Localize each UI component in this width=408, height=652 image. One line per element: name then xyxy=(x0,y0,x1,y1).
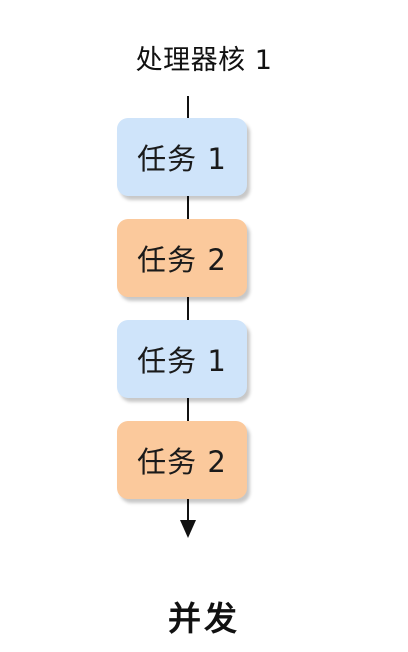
task-label: 任务 1 xyxy=(137,344,227,378)
task-block: 任务 1 xyxy=(117,118,247,196)
concurrency-caption: 并发 xyxy=(168,599,240,638)
task-label: 任务 1 xyxy=(137,142,227,176)
arrowhead-icon xyxy=(180,520,196,538)
core-title: 处理器核 1 xyxy=(135,45,273,76)
task-label: 任务 2 xyxy=(137,243,227,277)
task-block: 任务 1 xyxy=(117,320,247,398)
task-label: 任务 2 xyxy=(137,445,227,479)
task-block: 任务 2 xyxy=(117,219,247,297)
task-block: 任务 2 xyxy=(117,421,247,499)
